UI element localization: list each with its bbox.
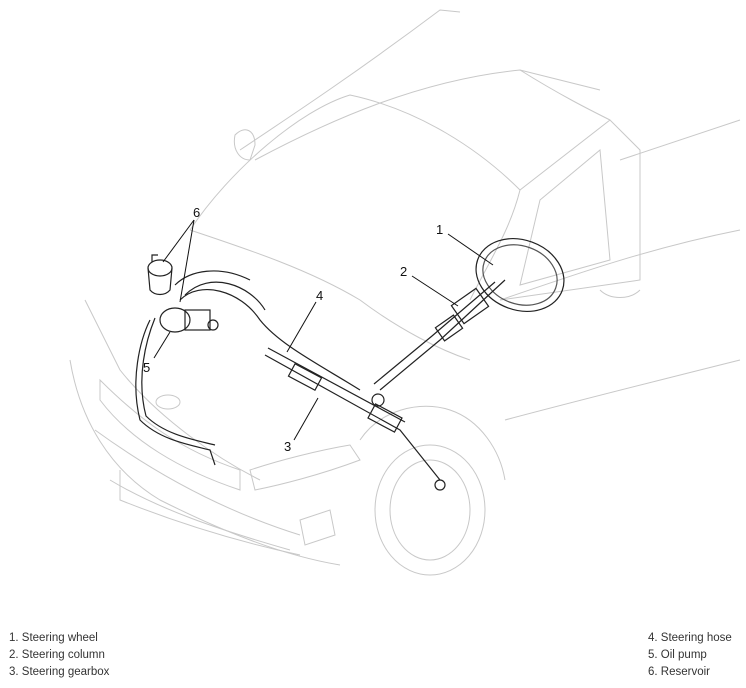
steering-components xyxy=(135,238,565,491)
legend-item-steering-wheel: 1. Steering wheel xyxy=(9,632,98,644)
reservoir-shape xyxy=(147,254,173,296)
callout-2: 2 xyxy=(400,264,407,279)
legend-item-steering-gearbox: 3. Steering gearbox xyxy=(9,666,110,678)
legend-item-oil-pump: 5. Oil pump xyxy=(648,649,707,661)
steering-hose-shape xyxy=(179,289,361,391)
legend-item-steering-hose: 4. Steering hose xyxy=(648,632,732,644)
callout-labels: 1 2 3 4 5 6 xyxy=(143,205,443,454)
callout-3: 3 xyxy=(284,439,291,454)
callout-6: 6 xyxy=(193,205,200,220)
steering-system-illustration: 1 2 3 4 5 6 xyxy=(69,9,741,576)
oil-pump-shape xyxy=(159,307,219,333)
legend-item-reservoir: 6. Reservoir xyxy=(648,666,710,678)
callout-5: 5 xyxy=(143,360,150,375)
callout-4: 4 xyxy=(316,288,323,303)
callout-1: 1 xyxy=(436,222,443,237)
steering-column-shape xyxy=(379,279,506,391)
callout-leaders xyxy=(153,219,494,441)
vehicle-body-outline xyxy=(69,9,741,576)
legend-item-steering-column: 2. Steering column xyxy=(9,649,105,661)
steering-gearbox-shape xyxy=(264,354,441,481)
steering-wheel-shape xyxy=(475,238,565,312)
legend-left: 1. Steering wheel 2. Steering column 3. … xyxy=(9,630,109,681)
legend-right: 4. Steering hose 5. Oil pump 6. Reservoi… xyxy=(648,630,732,681)
